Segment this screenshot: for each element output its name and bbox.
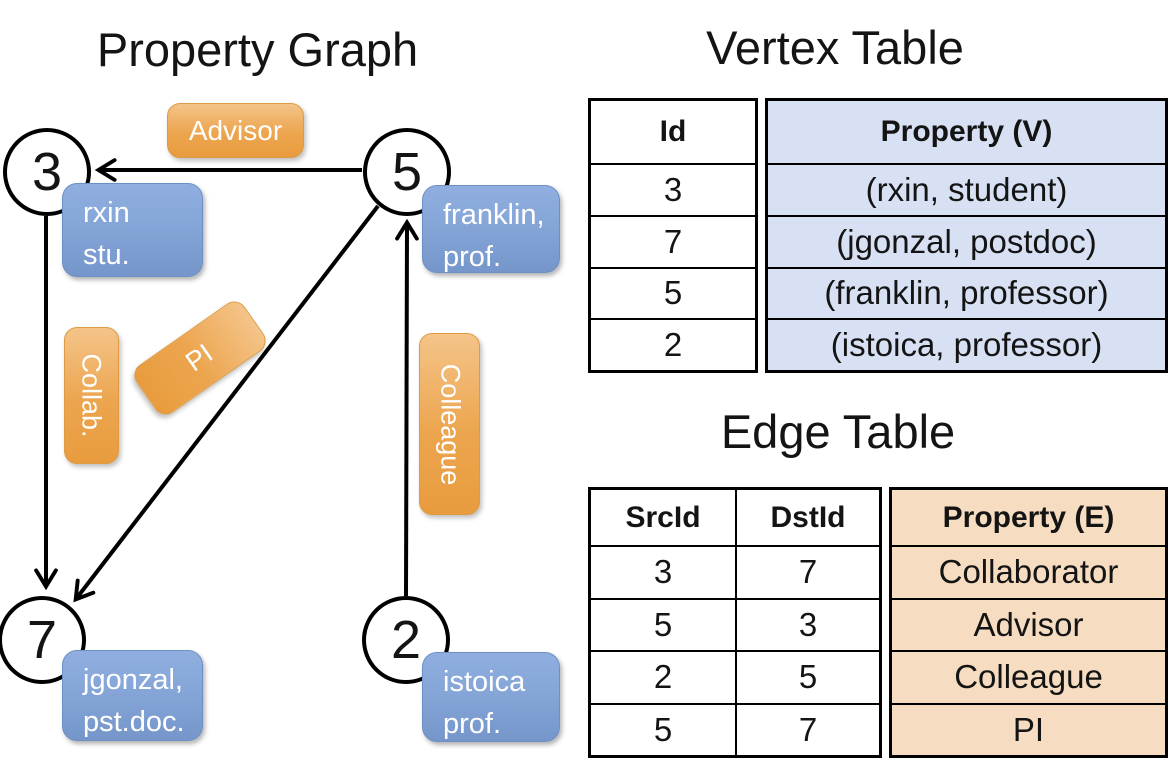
edge-property-cell: Advisor xyxy=(892,597,1165,650)
graph-node-5: 5 xyxy=(363,128,451,216)
node-id: 3 xyxy=(31,142,63,202)
edge-label-text: Collab. xyxy=(77,353,108,438)
node-id: 5 xyxy=(391,142,423,202)
vertex-label-line: stu. xyxy=(83,239,130,272)
vertex-property-cell: (jgonzal, postdoc) xyxy=(768,214,1165,267)
edge-label-collab: Collab. xyxy=(64,327,119,464)
vertex-label-line: prof. xyxy=(443,708,502,741)
vertex-id-cell: 5 xyxy=(591,266,755,319)
vertex-id-cell: 2 xyxy=(591,318,755,370)
vertex-property-cell: (istoica, professor) xyxy=(768,318,1165,370)
edge-dst-cell: 7 xyxy=(735,545,879,598)
edge-label-colleague: Colleague xyxy=(419,333,480,515)
node-id: 7 xyxy=(26,610,58,670)
edge-property-cell: Collaborator xyxy=(892,545,1165,598)
vertex-label-line: pst.doc. xyxy=(83,706,185,739)
vertex-label-line: jgonzal, xyxy=(83,664,183,696)
edge-table: SrcId DstId 3 7 5 3 2 5 5 7 Property (E)… xyxy=(588,487,1168,758)
edge-pi-5-7 xyxy=(73,204,380,603)
vertex-table-title: Vertex Table xyxy=(706,21,964,74)
table-column-gap xyxy=(758,98,765,373)
edge-dst-cell: 3 xyxy=(735,597,879,650)
edge-dst-cell: 5 xyxy=(735,650,879,703)
edge-src-cell: 5 xyxy=(591,597,735,651)
vertex-label-jgonzal: jgonzal, pst.doc. xyxy=(62,650,203,741)
graph-node-2: 2 xyxy=(362,596,450,684)
vertex-property-cell: (rxin, student) xyxy=(768,163,1165,215)
vertex-col-header-id: Id xyxy=(659,115,687,148)
vertex-id-cell: 3 xyxy=(591,163,755,215)
edge-dst-cell: 7 xyxy=(735,702,879,755)
vertex-property-cell: (franklin, professor) xyxy=(768,266,1165,319)
edge-col-header-srcid: SrcId xyxy=(625,500,701,534)
table-column-gap xyxy=(882,487,889,758)
property-graph-title: Property Graph xyxy=(96,23,419,76)
vertex-table-property-column: Property (V) (rxin, student) (jgonzal, p… xyxy=(765,98,1168,373)
vertex-col-header-property: Property (V) xyxy=(768,101,1165,163)
vertex-label-franklin: franklin, prof. xyxy=(422,185,560,273)
edge-table-title: Edge Table xyxy=(720,405,956,458)
vertex-label-line: franklin, xyxy=(443,199,545,231)
edge-property-cell: Colleague xyxy=(892,650,1165,703)
vertex-label-line: prof. xyxy=(443,241,502,274)
edge-label-advisor: Advisor xyxy=(167,103,304,158)
edge-label-text: Advisor xyxy=(188,114,283,146)
edge-col-header-dstid: DstId xyxy=(735,490,879,545)
edge-label-text: Colleague xyxy=(435,363,465,485)
graph-edges xyxy=(34,158,419,603)
vertex-table-id-column: Id 3 7 5 2 xyxy=(588,98,758,373)
edge-label-text: PI xyxy=(180,337,219,378)
vertex-id-cell: 7 xyxy=(591,214,755,267)
edge-colleague-2-5 xyxy=(395,218,419,597)
vertex-label-rxin: rxin stu. xyxy=(62,183,203,277)
edge-table-id-columns: SrcId DstId 3 7 5 3 2 5 5 7 xyxy=(588,487,882,758)
edge-src-cell: 5 xyxy=(591,702,735,756)
vertex-label-line: istoica xyxy=(443,666,526,698)
edge-property-cell: PI xyxy=(892,702,1165,755)
vertex-label-line: rxin xyxy=(83,197,130,229)
vertex-table: Id 3 7 5 2 Property (V) (rxin, student) … xyxy=(588,98,1168,373)
edge-table-property-column: Property (E) Collaborator Advisor Collea… xyxy=(889,487,1168,758)
edge-src-cell: 2 xyxy=(591,650,735,703)
edge-col-header-property: Property (E) xyxy=(892,490,1165,545)
node-id: 2 xyxy=(390,610,422,670)
vertex-label-istoica: istoica prof. xyxy=(422,652,560,742)
edge-src-cell: 3 xyxy=(591,545,735,598)
